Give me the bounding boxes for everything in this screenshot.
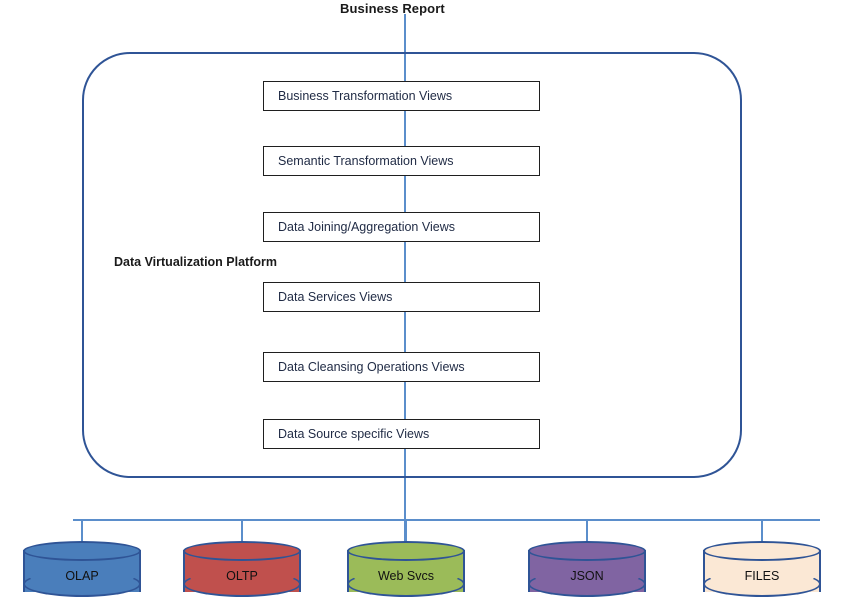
cylinder-label: JSON [570,569,604,583]
source-drop-line [81,519,83,549]
source-drop-line [405,519,407,549]
view-layer-label: Business Transformation Views [278,89,453,103]
view-layer-box[interactable]: Business Transformation Views [263,81,540,111]
view-layer-label: Data Services Views [278,290,393,304]
view-layer-label: Data Source specific Views [278,427,430,441]
source-drop-line [761,519,763,549]
view-layer-label: Semantic Transformation Views [278,154,454,168]
view-layer-box[interactable]: Semantic Transformation Views [263,146,540,176]
data-source-cylinder[interactable]: OLAP [23,541,141,601]
cylinder-top-cap [347,541,465,561]
cylinder-top-cap [23,541,141,561]
cylinder-bottom-cap [528,571,646,597]
cylinder-top-cap [528,541,646,561]
source-drop-line [241,519,243,549]
cylinder-bottom-cap [347,571,465,597]
view-layer-box[interactable]: Data Services Views [263,282,540,312]
cylinder-bottom-cap [183,571,301,597]
cylinder-top-cap [183,541,301,561]
source-drop-line [586,519,588,549]
trunk-connector-line [404,14,406,544]
cylinder-top-cap [703,541,821,561]
view-layer-label: Data Joining/Aggregation Views [278,220,455,234]
cylinder-label: Web Svcs [377,569,435,583]
cylinder-label: FILES [744,569,780,583]
view-layer-label: Data Cleansing Operations Views [278,360,465,374]
cylinder-bottom-cap [703,571,821,597]
platform-label: Data Virtualization Platform [114,255,277,269]
source-bus-line [73,519,820,521]
data-source-cylinder[interactable]: Web Svcs [347,541,465,601]
cylinder-label: OLAP [65,569,99,583]
view-layer-box[interactable]: Data Cleansing Operations Views [263,352,540,382]
data-virtualization-platform-container [82,52,742,478]
data-source-cylinder[interactable]: OLTP [183,541,301,601]
cylinder-label: OLTP [226,569,258,583]
top-title: Business Report [340,1,445,16]
cylinder-bottom-cap [23,571,141,597]
view-layer-box[interactable]: Data Joining/Aggregation Views [263,212,540,242]
data-source-cylinder[interactable]: JSON [528,541,646,601]
data-source-cylinder[interactable]: FILES [703,541,821,601]
view-layer-box[interactable]: Data Source specific Views [263,419,540,449]
